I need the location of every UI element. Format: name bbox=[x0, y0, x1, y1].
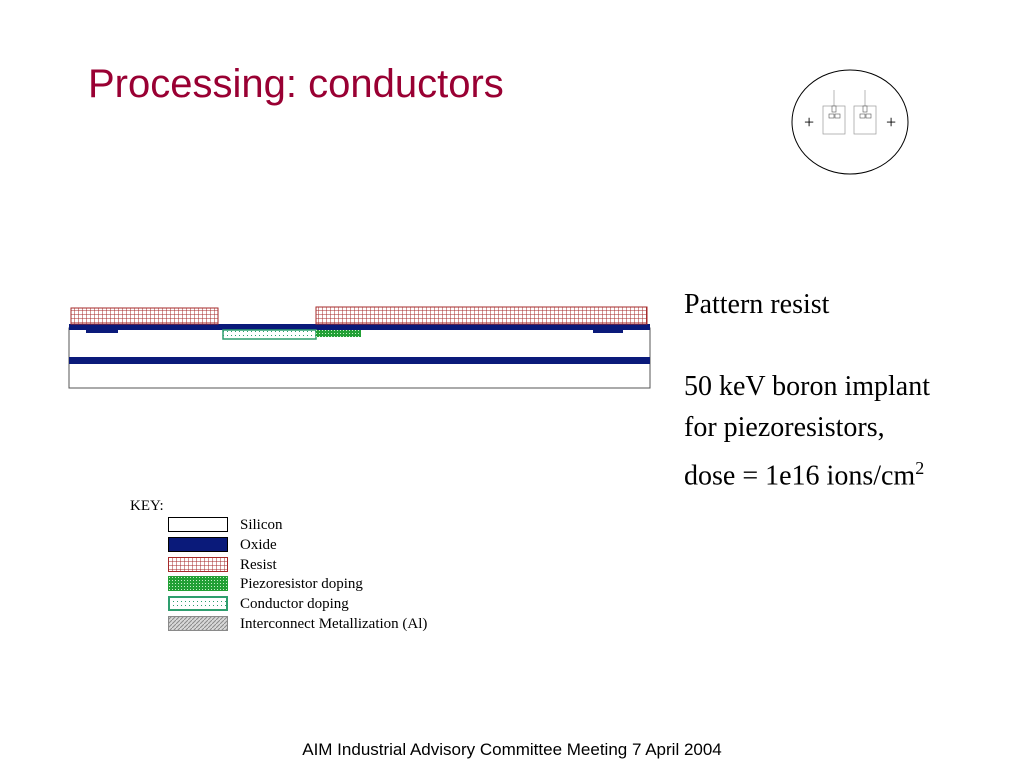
note-implant: 50 keV boron implant bbox=[684, 371, 931, 402]
resist-swatch bbox=[168, 556, 228, 572]
key-item-oxide: Oxide bbox=[168, 536, 488, 556]
key-item-label: Piezoresistor doping bbox=[240, 576, 363, 593]
silicon-swatch bbox=[168, 517, 228, 532]
slide-footer: AIM Industrial Advisory Committee Meetin… bbox=[302, 740, 722, 759]
buried-oxide-layer bbox=[69, 357, 650, 364]
right-resist-block bbox=[315, 306, 648, 325]
piezo-swatch bbox=[168, 576, 228, 592]
right-oxide-step bbox=[593, 329, 623, 333]
oxide-swatch bbox=[168, 536, 228, 552]
top-oxide-layer bbox=[69, 324, 650, 330]
note-pattern-resist: Pattern resist bbox=[684, 289, 830, 320]
note-dose-exponent: 2 bbox=[915, 458, 925, 478]
note-spacer bbox=[684, 325, 930, 366]
key-item-silicon: Silicon bbox=[168, 516, 488, 536]
process-cross-section bbox=[68, 306, 651, 389]
plus-left-icon: + bbox=[804, 112, 814, 132]
note-dose-text: dose = 1e16 ions/cm bbox=[684, 460, 916, 492]
note-dose: dose = 1e16 ions/cm2 bbox=[684, 448, 930, 496]
conductor-doping-region bbox=[222, 329, 317, 340]
device-layout-icon: + + bbox=[791, 69, 909, 175]
left-oxide-step bbox=[86, 329, 118, 333]
key-item-metallization: Interconnect Metallization (Al) bbox=[168, 615, 488, 635]
key-item-label: Oxide bbox=[240, 536, 277, 553]
plus-right-icon: + bbox=[886, 112, 896, 132]
process-notes: Pattern resist 50 keV boron implant for … bbox=[684, 284, 930, 496]
piezoresistor-doping-region bbox=[316, 330, 361, 337]
key-item-label: Resist bbox=[240, 556, 277, 573]
conductor-swatch bbox=[168, 596, 228, 612]
slide-title: Processing: conductors bbox=[88, 62, 504, 106]
key-item-label: Silicon bbox=[240, 517, 283, 533]
key-item-conductor: Conductor doping bbox=[168, 595, 488, 615]
key-item-resist: Resist bbox=[168, 556, 488, 576]
key-title: KEY: bbox=[130, 498, 164, 514]
wafer-outline bbox=[791, 69, 909, 175]
key-item-label: Interconnect Metallization (Al) bbox=[240, 615, 428, 632]
legend-key: Silicon Oxide Resist Piezoresistor dopin… bbox=[168, 516, 488, 635]
left-resist-block bbox=[70, 307, 219, 325]
key-item-label: Conductor doping bbox=[240, 596, 349, 613]
key-item-piezoresistor: Piezoresistor doping bbox=[168, 575, 488, 595]
note-piezoresistors: for piezoresistors, bbox=[684, 412, 885, 443]
metal-swatch bbox=[168, 615, 228, 631]
